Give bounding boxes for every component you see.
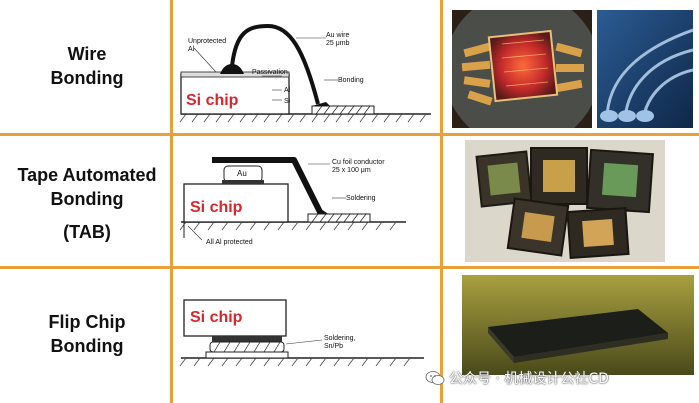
label-all-al-protected: All Al protected: [206, 239, 253, 246]
label-au: Au: [237, 169, 247, 178]
row-label-wire-bonding: Wire Bonding: [4, 42, 170, 90]
si-chip-label: Si chip: [190, 199, 243, 216]
label-line: (TAB): [63, 222, 111, 242]
label-al-left: Al: [188, 46, 195, 53]
label-al: Al: [284, 87, 291, 94]
flip-chip-diagram: Si chip Soldering, Sn/Pb: [179, 299, 424, 367]
label-unprotected: Unprotected: [188, 38, 226, 45]
si-chip-label: Si chip: [190, 309, 243, 326]
watermark: 公众号 · 机械设计公社CD: [425, 367, 695, 389]
label-au-wire: Au wire: [326, 32, 349, 39]
label-line: Wire: [67, 44, 107, 64]
label-line: Bonding: [50, 189, 124, 209]
label-soldering: Soldering,: [324, 335, 356, 342]
label-si: Si: [284, 98, 291, 105]
wire-bonding-chip-photo: [452, 10, 592, 128]
wire-bonding-diagram: Unprotected Al Au wire 25 μmb Passivatio…: [179, 23, 431, 123]
row-label-tab: Tape Automated Bonding (TAB): [4, 163, 170, 244]
row-label-flip-chip: Flip Chip Bonding: [4, 310, 170, 358]
wire-bonding-closeup-photo: [597, 10, 693, 128]
label-passivation: Passivation: [252, 69, 288, 76]
label-cu-foil: Cu foil conductor: [332, 159, 385, 166]
wechat-icon: [425, 371, 445, 385]
label-au-wire-size: 25 μmb: [326, 40, 350, 47]
label-cu-foil-size: 25 x 100 μm: [332, 167, 371, 174]
label-soldering: Soldering: [346, 195, 376, 202]
label-line: Bonding: [50, 336, 124, 356]
tab-diagram: Au Cu foil conductor 25 x 100 μm Solderi…: [179, 157, 406, 246]
column-divider-2: [440, 0, 443, 403]
label-line: Flip Chip: [48, 312, 126, 332]
label-solder-sn-pb: Sn/Pb: [324, 343, 343, 350]
label-line: Bonding: [50, 68, 124, 88]
label-bonding: Bonding: [338, 77, 364, 84]
si-chip-label: Si chip: [186, 92, 239, 109]
column-divider-1: [170, 0, 173, 403]
label-line: Tape Automated: [17, 165, 157, 185]
tab-packages-photo: [465, 140, 665, 262]
row-divider-1: [0, 133, 699, 136]
watermark-text: 公众号 · 机械设计公社CD: [449, 371, 609, 387]
row-divider-2: [0, 266, 699, 269]
flip-chip-photo: [462, 275, 694, 375]
